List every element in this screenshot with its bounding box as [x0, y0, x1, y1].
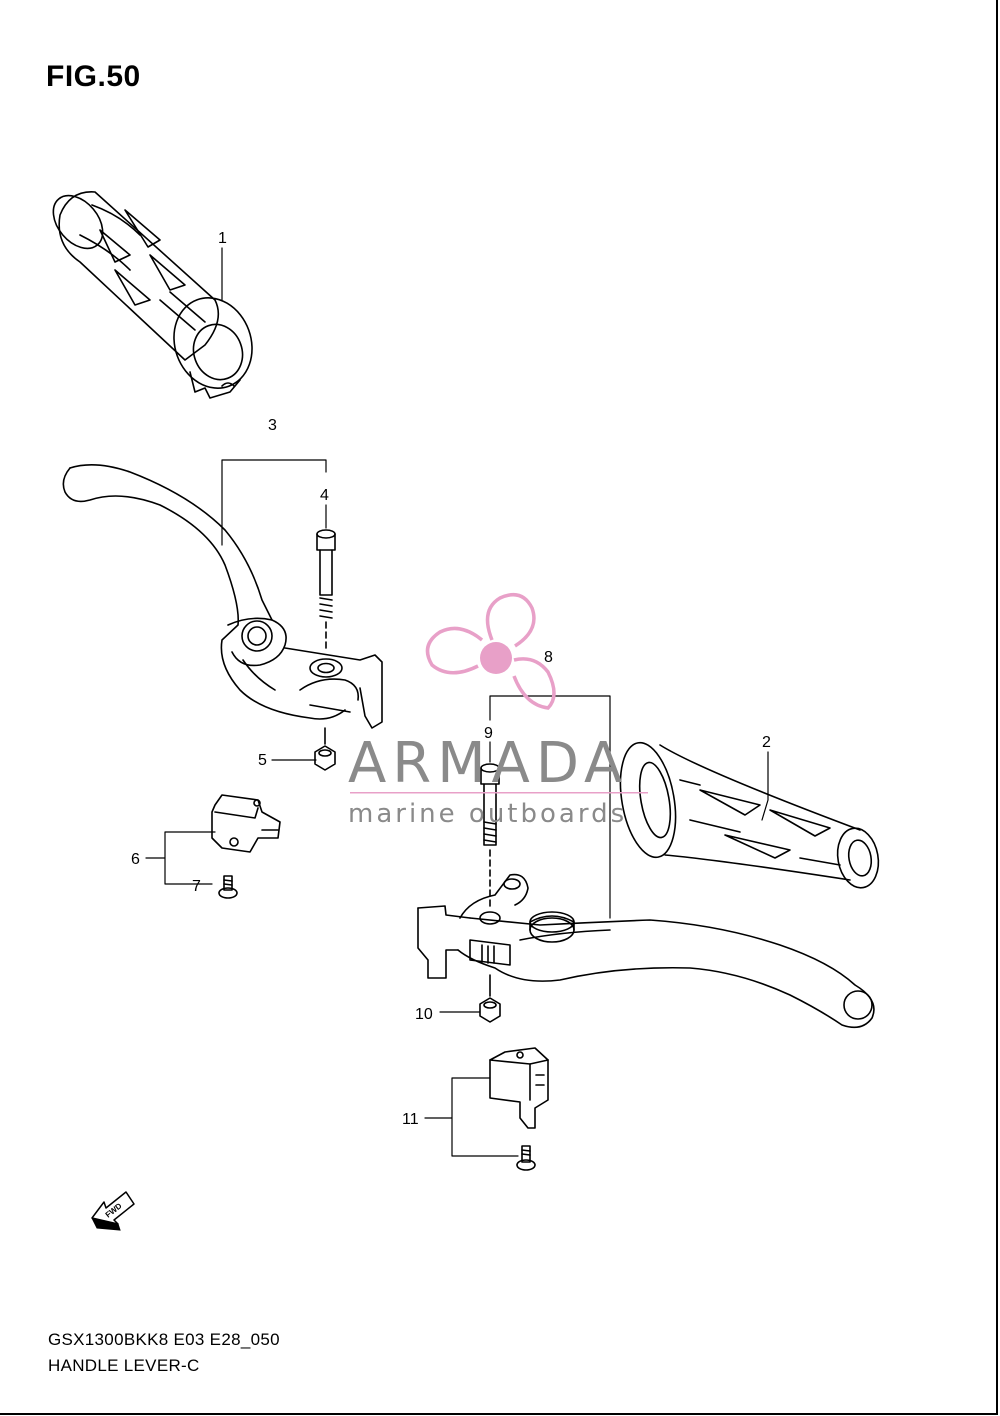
figure-title: FIG.50: [46, 60, 141, 93]
nut-right: [479, 974, 501, 1023]
nut-left: [314, 727, 336, 771]
callout-8: 8: [544, 649, 553, 666]
callout-2: 2: [762, 734, 771, 751]
armada-watermark: ARMADA marine outboards: [348, 592, 648, 829]
callout-7: 7: [192, 878, 201, 895]
leader-lines: [145, 247, 769, 1157]
left-grip: [52, 191, 253, 399]
section-name: HANDLE LEVER-C: [48, 1356, 200, 1375]
forward-arrow-icon: FWD: [91, 1191, 135, 1231]
callout-6: 6: [131, 851, 140, 868]
switch-screw-right: [516, 1145, 536, 1171]
callout-10: 10: [415, 1006, 433, 1023]
callout-5: 5: [258, 752, 267, 769]
brake-switch: [489, 1047, 549, 1129]
callout-11: 11: [402, 1111, 419, 1128]
pivot-bolt-right: [480, 763, 500, 907]
callout-1: 1: [218, 230, 227, 247]
watermark-tagline: marine outboards: [348, 799, 627, 829]
callout-labels: 1 2 3 4 5 6 7 8 9 10 11: [131, 230, 771, 1128]
callout-3: 3: [268, 417, 277, 434]
pivot-bolt-left: [316, 529, 336, 649]
propeller-logo-icon: [425, 592, 556, 710]
left-lever: [62, 464, 383, 729]
switch-screw-left: [218, 875, 238, 899]
watermark-rule: [350, 792, 648, 794]
clutch-switch: [211, 794, 281, 853]
model-code: GSX1300BKK8 E03 E28_050: [48, 1330, 280, 1349]
watermark-brand: ARMADA: [348, 731, 628, 796]
right-grip: [619, 741, 880, 889]
right-lever: [417, 873, 875, 1029]
callout-9: 9: [484, 725, 493, 742]
callout-4: 4: [320, 487, 329, 504]
